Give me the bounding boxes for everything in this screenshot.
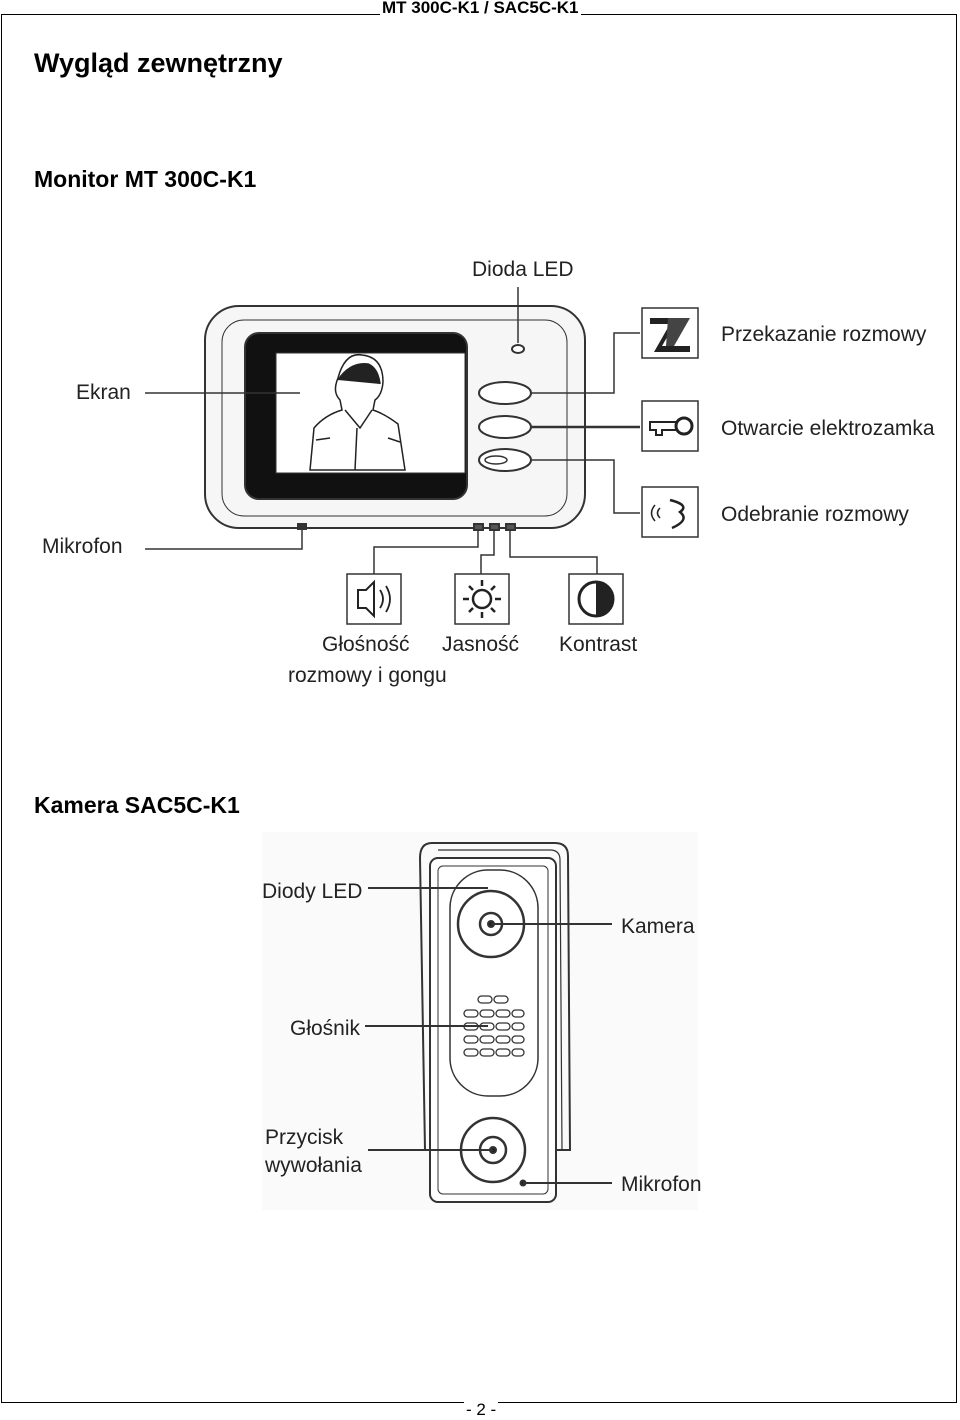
led-indicator xyxy=(511,344,525,354)
page-number: - 2 - xyxy=(464,1400,499,1420)
section-title: Wygląd zewnętrzny xyxy=(34,48,283,78)
answer-label: Odebranie rozmowy xyxy=(721,503,909,526)
camera-mic-label: Mikrofon xyxy=(621,1173,702,1196)
camera-lens-label: Kamera xyxy=(621,915,695,938)
speaker-grille xyxy=(463,995,525,1057)
camera-rain-cover xyxy=(418,842,572,1151)
brightness-knob xyxy=(489,523,500,531)
icon-glyphs xyxy=(357,318,694,619)
contrast-knob xyxy=(505,523,516,531)
answer-button xyxy=(478,448,532,472)
answer-button-inner xyxy=(484,455,508,465)
unlock-label: Otwarcie elektrozamka xyxy=(721,417,935,440)
volume-label: Głośność xyxy=(322,633,410,656)
key-icon xyxy=(641,400,699,452)
monitor-diagram xyxy=(145,287,640,574)
unlock-button xyxy=(478,415,532,439)
monitor-title: Monitor MT 300C-K1 xyxy=(34,166,257,192)
model-code-header: MT 300C-K1 / SAC5C-K1 xyxy=(380,0,581,18)
volume-label-line2: rozmowy i gongu xyxy=(288,664,447,687)
monitor-bezel xyxy=(221,319,568,517)
transfer-button xyxy=(478,381,532,405)
camera-leds-label: Diody LED xyxy=(262,880,362,903)
call-button-label: Przycisk xyxy=(265,1126,344,1149)
camera-speaker-label: Głośnik xyxy=(290,1017,361,1040)
led-label: Dioda LED xyxy=(472,258,574,281)
call-button-label-line2: wywołania xyxy=(264,1154,362,1177)
screen-label: Ekran xyxy=(76,381,131,404)
mic-hole xyxy=(297,523,307,530)
person-image xyxy=(309,353,406,471)
camera-diagram xyxy=(262,832,698,1210)
talk-icon xyxy=(641,486,699,538)
brightness-label: Jasność xyxy=(442,633,519,656)
contrast-label: Kontrast xyxy=(559,633,637,656)
mic-label: Mikrofon xyxy=(42,535,123,558)
camera-title: Kamera SAC5C-K1 xyxy=(34,792,240,818)
volume-knob xyxy=(473,523,484,531)
transfer-label: Przekazanie rozmowy xyxy=(721,323,927,346)
